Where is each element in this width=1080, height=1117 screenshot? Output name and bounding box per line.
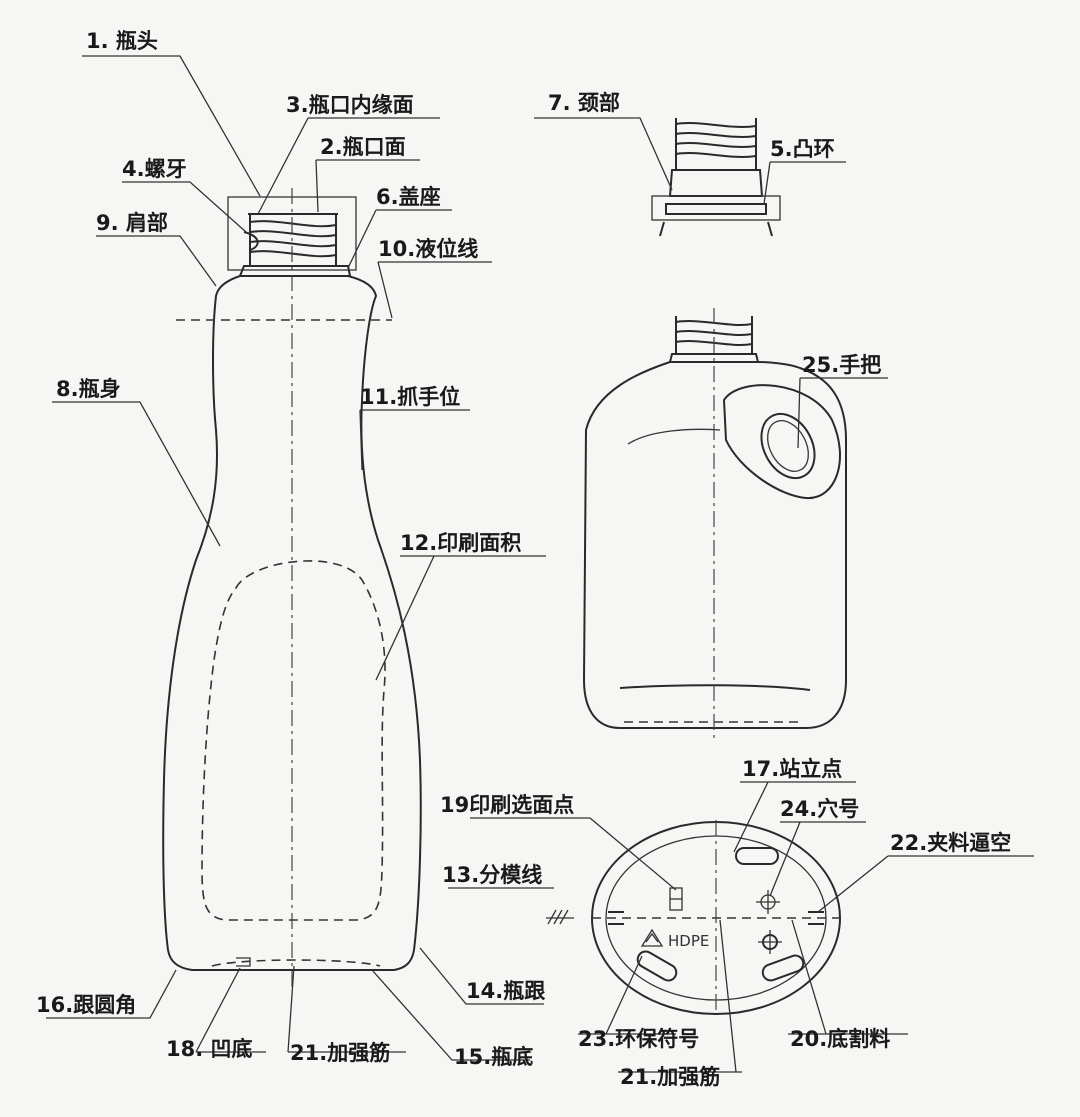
label-bottle-head: 1. 瓶头 [86,29,158,53]
label-base-cutoff: 20.底割料 [790,1027,890,1051]
neck-collar [668,169,764,197]
cap-seat [238,265,352,277]
label-fill-line: 10.液位线 [378,237,478,261]
label-bottle-body: 8.瓶身 [56,377,121,401]
push-up-base [211,959,381,967]
label-support-ring: 5.凸环 [770,137,835,161]
label-print-orientation: 19印刷选面点 [440,793,574,817]
pinch-off-marks [608,911,824,925]
label-parting-line: 13.分模线 [442,863,542,887]
standing-foot-left [636,950,678,982]
handle-bottle-threads [675,320,753,346]
label-cap-seat: 6.盖座 [376,185,441,209]
handle-inner-line [627,428,721,445]
neck-detail-drawing [651,118,781,237]
label-recycle-symbol: 23.环保符号 [578,1027,699,1051]
neck-threads [675,122,757,158]
handle-hole [760,412,816,480]
standing-foot-top [735,847,779,865]
bottom-shoulder-line [619,684,811,691]
label-rib-left: 21.加强筋 [290,1041,390,1065]
support-ring-box [651,195,781,221]
base-cutoff-mark [758,930,782,954]
standing-foot-right [761,954,805,982]
tall-bottle-outline [162,275,422,971]
label-mouth-inner-face: 3.瓶口内缘面 [286,93,414,117]
recycle-symbol [640,928,664,947]
handle-bottle-drawing [582,308,847,740]
label-neck: 7. 颈部 [548,91,620,115]
label-cavity-number: 24.穴号 [780,797,859,821]
label-bottle-base: 15.瓶底 [454,1045,533,1069]
handle-outer [722,384,841,500]
label-rib-base: 21.加强筋 [620,1065,720,1089]
label-push-up: 18. 凹底 [166,1037,253,1061]
handle-hole-inner [767,420,809,472]
base-view-drawing: HDPE [546,820,841,1015]
leader-lines [46,55,1034,1073]
label-print-area: 12.印刷面积 [400,531,521,555]
neck-shoulder [659,221,773,237]
thread-lines [243,220,337,258]
support-ring [665,203,767,215]
label-standing-point: 17.站立点 [742,757,842,781]
base-notch [236,957,251,967]
print-area-outline [201,560,386,921]
parting-line-hatch [546,909,574,925]
label-mouth-face: 2.瓶口面 [320,135,406,159]
label-pinch-off: 22.夹料逼空 [890,831,1011,855]
label-handle: 25.手把 [802,353,881,377]
label-grip-area: 11.抓手位 [360,385,460,409]
recycle-mark-text: HDPE [668,932,709,950]
handle-bottle-outline [582,361,847,729]
label-thread: 4.螺牙 [122,157,187,181]
tall-bottle-drawing [162,188,422,990]
label-bottle-heel: 14.瓶跟 [466,979,545,1003]
neck-finish [249,214,337,266]
cavity-number-mark [756,890,780,914]
label-shoulder: 9. 肩部 [96,211,168,235]
callout-labels: 1. 瓶头 3.瓶口内缘面 2.瓶口面 4.螺牙 6.盖座 9. 肩部 10.液… [36,29,1011,1089]
label-heel-radius: 16.跟圆角 [36,993,136,1017]
